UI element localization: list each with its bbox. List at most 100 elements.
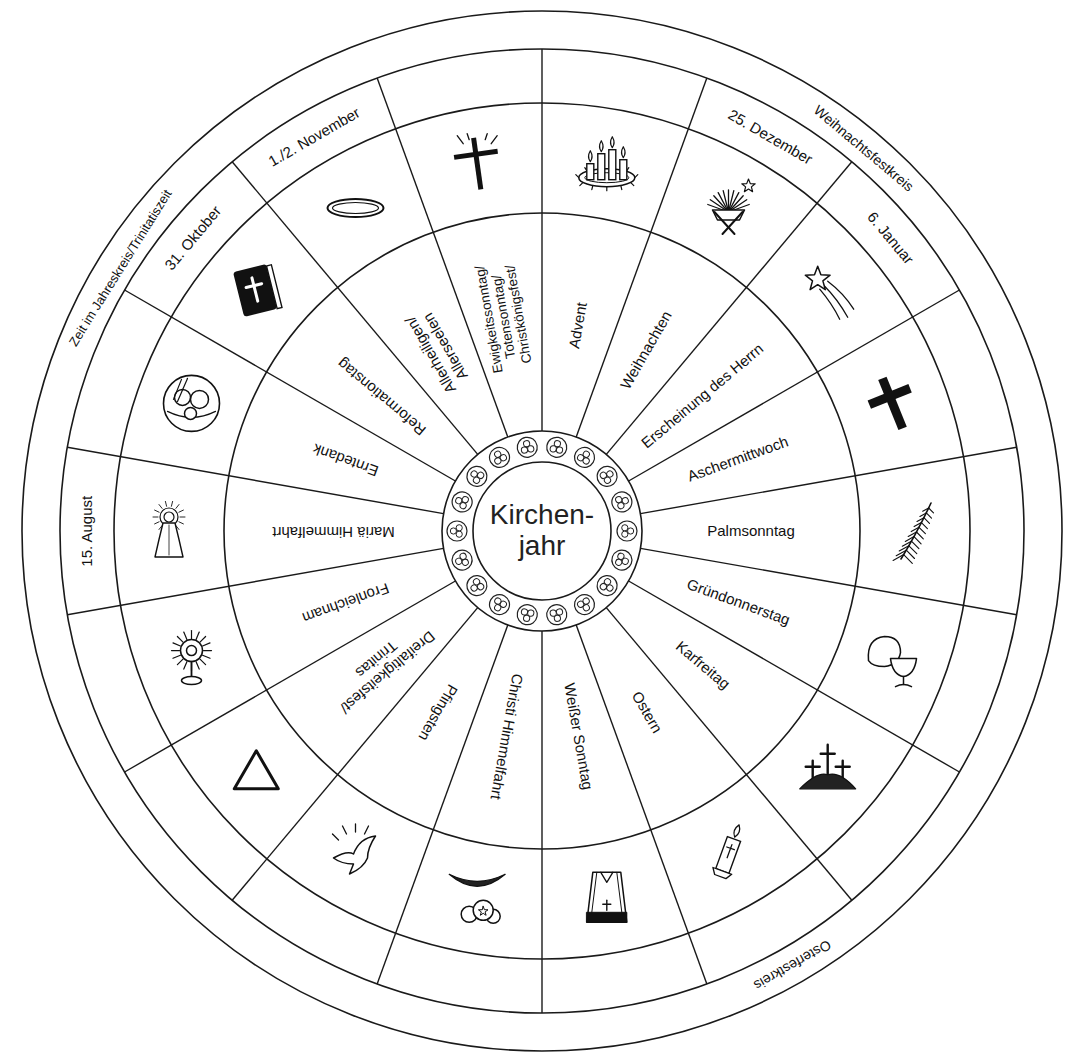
icon-part (827, 745, 829, 779)
icon-part (617, 521, 637, 541)
icon-part (902, 541, 911, 546)
trefoil-ornament (609, 489, 635, 515)
icon-part (926, 513, 931, 518)
icon-part (153, 517, 158, 518)
segment-sector: Ewigkeitssonntag/ Totensonntag/ Christkö… (471, 256, 537, 377)
icon-part (742, 179, 755, 192)
icon-part (587, 872, 627, 922)
icon-part (365, 826, 369, 834)
sector-divider (576, 625, 707, 984)
advent-wreath-icon (576, 137, 638, 191)
manger-icon (708, 179, 755, 234)
feast-name: Fronleichnam (300, 579, 391, 626)
icon-part (494, 597, 502, 605)
sector-divider (541, 631, 542, 1013)
trefoil-ornament (609, 547, 635, 573)
segment-sector: Pfingsten (412, 677, 463, 746)
trefoil-ornament (593, 462, 621, 490)
icon-part (828, 281, 854, 309)
icon-part (896, 550, 906, 556)
segment-sector: Erscheinung des Herrn (635, 338, 769, 455)
segment-sector: Gründonnerstag (682, 574, 796, 631)
icon-part (449, 489, 475, 515)
icon-part (924, 518, 930, 524)
icon-part (571, 591, 598, 618)
segment-sector: Palmsonntag (704, 522, 798, 541)
date-label: 6. Januar (863, 207, 918, 269)
trefoil-ornament (486, 591, 513, 618)
icon-part (196, 662, 199, 669)
icon-part (463, 572, 491, 600)
icon-part (921, 523, 927, 529)
icon-part (246, 284, 262, 288)
icon-part (893, 555, 904, 561)
icon-part (903, 677, 905, 685)
feast-name: Mariä Himmelfahrt (272, 523, 395, 540)
center-title: Kirchen- jahr (490, 500, 594, 562)
radiant-cross-icon (452, 134, 503, 193)
icon-part (181, 640, 203, 662)
sector-divider (67, 548, 443, 614)
icon-part (450, 528, 456, 534)
icon-part (929, 508, 934, 513)
segment-sector: Reformationstag (331, 352, 432, 441)
icon-part (491, 136, 497, 144)
icon-part (582, 457, 590, 465)
icon-part (601, 872, 613, 882)
icon-part (620, 160, 627, 180)
icon-part (486, 444, 513, 471)
icon-part (896, 685, 912, 687)
segment-sector: Ostern (626, 685, 668, 739)
icon-part (718, 193, 728, 212)
icon-part (600, 141, 604, 152)
icon-part (628, 528, 634, 534)
season-label: Zeit im Jahreskreis/Trinitatiszeit (66, 186, 176, 351)
trefoil-ornament (463, 462, 491, 490)
segment-sector: Mariä Himmelfahrt (269, 522, 398, 541)
icon-part (622, 531, 628, 537)
feast-name: Karfreitag (672, 638, 732, 692)
ring-circle (60, 49, 1024, 1013)
icon-part (177, 637, 183, 643)
icon-part (609, 489, 635, 515)
icon-part (550, 610, 557, 617)
icon-part (499, 453, 507, 461)
icon-part (252, 278, 258, 301)
icon-part (576, 600, 584, 608)
icon-part (904, 555, 913, 564)
icon-part (732, 824, 741, 838)
icon-part (821, 753, 835, 755)
sector-divider (629, 581, 960, 772)
icon-part (184, 632, 187, 639)
icon-part (820, 289, 840, 319)
feast-name: Allerheiligen/ Allerseelen (402, 305, 474, 396)
icon-part (527, 445, 534, 452)
segment-sector: Karfreitag (669, 635, 736, 695)
sector-divider (377, 625, 508, 984)
icon-part (593, 572, 621, 600)
icon-part (449, 547, 475, 573)
segment-sector: Allerheiligen/ Allerseelen (399, 301, 475, 398)
icon-part (908, 532, 916, 537)
icon-part (200, 637, 206, 643)
icon-part (556, 608, 563, 615)
icon-part (333, 203, 379, 214)
trefoil-ornament (571, 444, 598, 471)
icon-part (711, 867, 732, 879)
segment-sector: Christi Himmelfahrt (485, 669, 527, 804)
date-label: 15. August (79, 493, 96, 568)
icon-part (911, 527, 919, 531)
icon-part (182, 677, 202, 685)
icon-part (521, 446, 528, 453)
icon-part (617, 502, 625, 510)
trefoil-ornament (463, 572, 491, 600)
icon-part (155, 523, 183, 557)
dove-icon (333, 824, 376, 874)
comet-star-icon (805, 266, 853, 319)
icon-part (917, 532, 924, 539)
icon-part (467, 134, 469, 140)
icon-part (203, 643, 210, 646)
icon-part (333, 834, 339, 840)
icon-part (486, 591, 513, 618)
trefoil-ornament (545, 436, 568, 459)
